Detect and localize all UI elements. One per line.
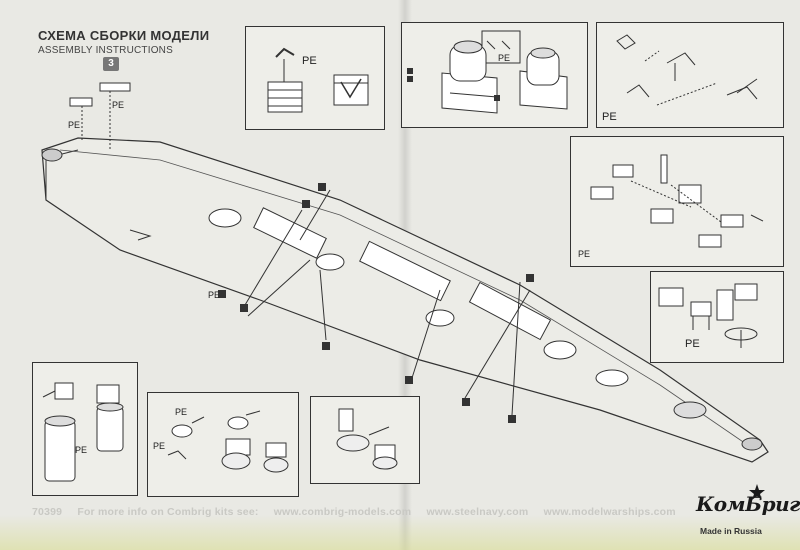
detail-box-turret: [310, 396, 420, 484]
page-title: СХЕМА СБОРКИ МОДЕЛИ ASSEMBLY INSTRUCTION…: [38, 28, 209, 56]
website-link[interactable]: www.steelnavy.com: [426, 506, 529, 518]
detail-box-bridge-parts: PE: [650, 271, 784, 363]
funnels-drawing: [407, 30, 568, 114]
step-number-badge: 3: [103, 57, 119, 71]
davits-drawing: [616, 34, 758, 106]
footer-strip: [0, 515, 800, 550]
pe-label: PE: [302, 55, 317, 67]
pe-label: PE: [208, 290, 221, 300]
footer-info-text: For more info on Combrig kits see:: [77, 506, 259, 518]
detail-box-searchlight-platforms: PE: [570, 136, 784, 267]
pe-railing-drawing: [267, 47, 369, 113]
pe-label: PE: [498, 53, 511, 63]
website-link[interactable]: www.modelwarships.com: [543, 506, 676, 518]
main-guns-drawing: [42, 382, 124, 482]
star-icon: [749, 484, 765, 500]
detail-box-davits: PE: [596, 22, 784, 128]
bridge-parts-drawing: [658, 283, 758, 348]
made-in-russia: Made in Russia: [700, 526, 762, 536]
title-english: ASSEMBLY INSTRUCTIONS: [38, 45, 173, 56]
pe-label: PE: [175, 407, 188, 417]
secondary-guns-drawing: [167, 410, 289, 473]
pe-label: PE: [602, 111, 617, 123]
detail-box-secondary-guns: PE PE: [147, 392, 299, 497]
logo-text: КомБриг: [696, 492, 800, 516]
pe-label: PE: [68, 120, 81, 130]
title-russian: СХЕМА СБОРКИ МОДЕЛИ: [38, 28, 210, 43]
combrig-logo: КомБриг Made in Russia: [692, 484, 800, 544]
kit-number: 70399: [32, 506, 63, 518]
searchlight-platforms-drawing: [590, 154, 764, 248]
footer: 70399 For more info on Combrig kits see:…: [32, 506, 688, 518]
detail-box-main-guns: PE: [32, 362, 138, 496]
pe-label: PE: [112, 100, 125, 110]
pe-label: PE: [153, 441, 166, 451]
pe-label: PE: [685, 338, 700, 350]
turret-drawing: [336, 408, 398, 470]
detail-box-pe-railing: PE: [245, 26, 385, 130]
pe-label: PE: [578, 249, 591, 259]
website-link[interactable]: www.combrig-models.com: [273, 506, 412, 518]
pe-label: PE: [75, 445, 88, 455]
detail-box-funnels: PE: [401, 22, 588, 128]
